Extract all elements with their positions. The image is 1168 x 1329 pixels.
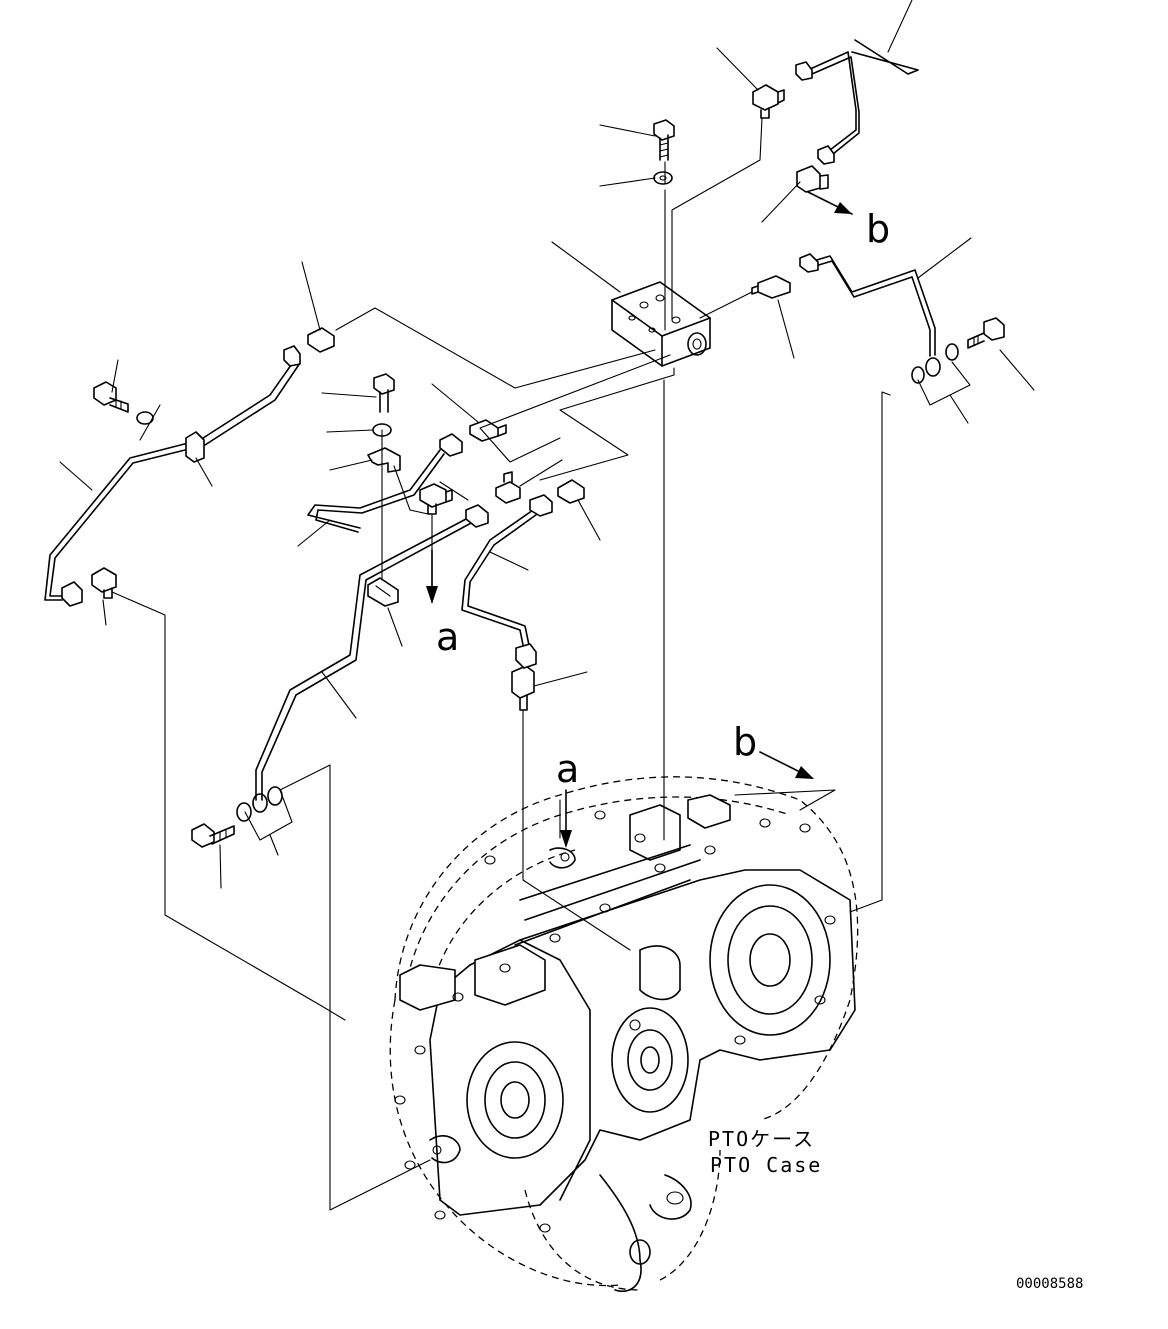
callout-b-bottom: b <box>733 720 757 764</box>
right-washer <box>945 343 959 361</box>
elbow-left <box>91 567 117 599</box>
left-clamp-bolt <box>93 381 129 413</box>
mid-bolt <box>373 373 395 413</box>
case-label-english: PTO Case <box>710 1153 822 1177</box>
straight-connector-bottom <box>511 665 535 711</box>
tee-fitting-a <box>419 483 453 515</box>
case-label-japanese: PTOケース <box>708 1127 815 1151</box>
callout-a-top: a <box>436 615 459 659</box>
routing-lines <box>111 117 971 1211</box>
callout-a-bottom: a <box>556 747 579 791</box>
flange-bolt-holes <box>394 810 836 1233</box>
bottom-left-bolt <box>191 823 235 848</box>
right-washer-2 <box>911 366 925 384</box>
view-arrow-b-bottom <box>759 751 814 779</box>
view-arrow-a-top <box>426 549 438 604</box>
top-washer <box>653 171 673 185</box>
elbow-fitting-b <box>796 165 829 193</box>
distribution-block <box>611 281 711 367</box>
drawing-number: 00008588 <box>1016 1276 1083 1292</box>
view-arrow-a-bottom <box>560 789 572 848</box>
pipe-clamp-bracket <box>367 447 401 473</box>
straight-connector-right <box>751 275 791 299</box>
right-banjo-eye <box>925 357 941 377</box>
tee-fitting-mid <box>495 471 521 504</box>
right-clamp-bolt <box>967 317 1005 349</box>
top-bolt <box>653 119 675 161</box>
leader-lines <box>59 0 1035 889</box>
small-clip-a <box>367 577 399 607</box>
connector-mid-upper <box>469 419 507 442</box>
view-arrow-b-top <box>807 191 853 215</box>
pipes <box>44 39 936 801</box>
callout-b-top: b <box>866 207 890 251</box>
elbow-fitting-top <box>752 84 785 119</box>
bottom-banjo-eye <box>252 793 268 813</box>
pto-case <box>389 776 859 1292</box>
connector-mid-right <box>557 479 585 504</box>
